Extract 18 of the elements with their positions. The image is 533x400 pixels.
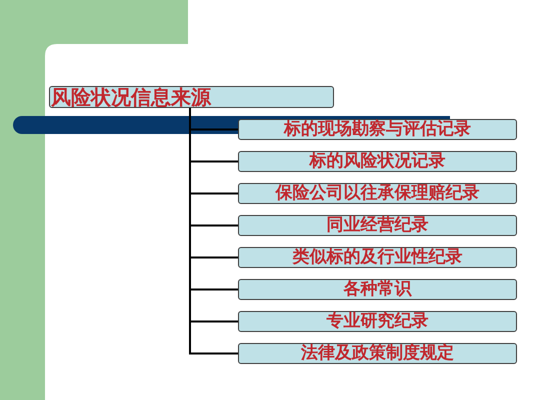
source-box xyxy=(238,343,517,364)
node-label: 各种常识 xyxy=(342,280,413,299)
title-box xyxy=(49,86,334,108)
node-label: 类似标的及行业性纪录 xyxy=(291,248,464,267)
source-box xyxy=(238,215,517,236)
source-box xyxy=(238,247,517,268)
node-label: 保险公司以往承保理赔纪录 xyxy=(274,184,480,203)
source-box xyxy=(238,311,517,332)
node-label: 标的现场勘察与评估记录 xyxy=(282,120,472,139)
source-box xyxy=(238,119,517,140)
source-box xyxy=(238,151,517,172)
source-box xyxy=(238,279,517,300)
node-label: 标的风险状况记录 xyxy=(308,152,446,171)
node-label: 风险状况信息来源 xyxy=(51,87,212,107)
node-label: 法律及政策制度规定 xyxy=(300,344,455,363)
source-box xyxy=(238,183,517,204)
node-label: 专业研究纪录 xyxy=(326,312,430,331)
node-label: 同业经营纪录 xyxy=(326,216,430,235)
